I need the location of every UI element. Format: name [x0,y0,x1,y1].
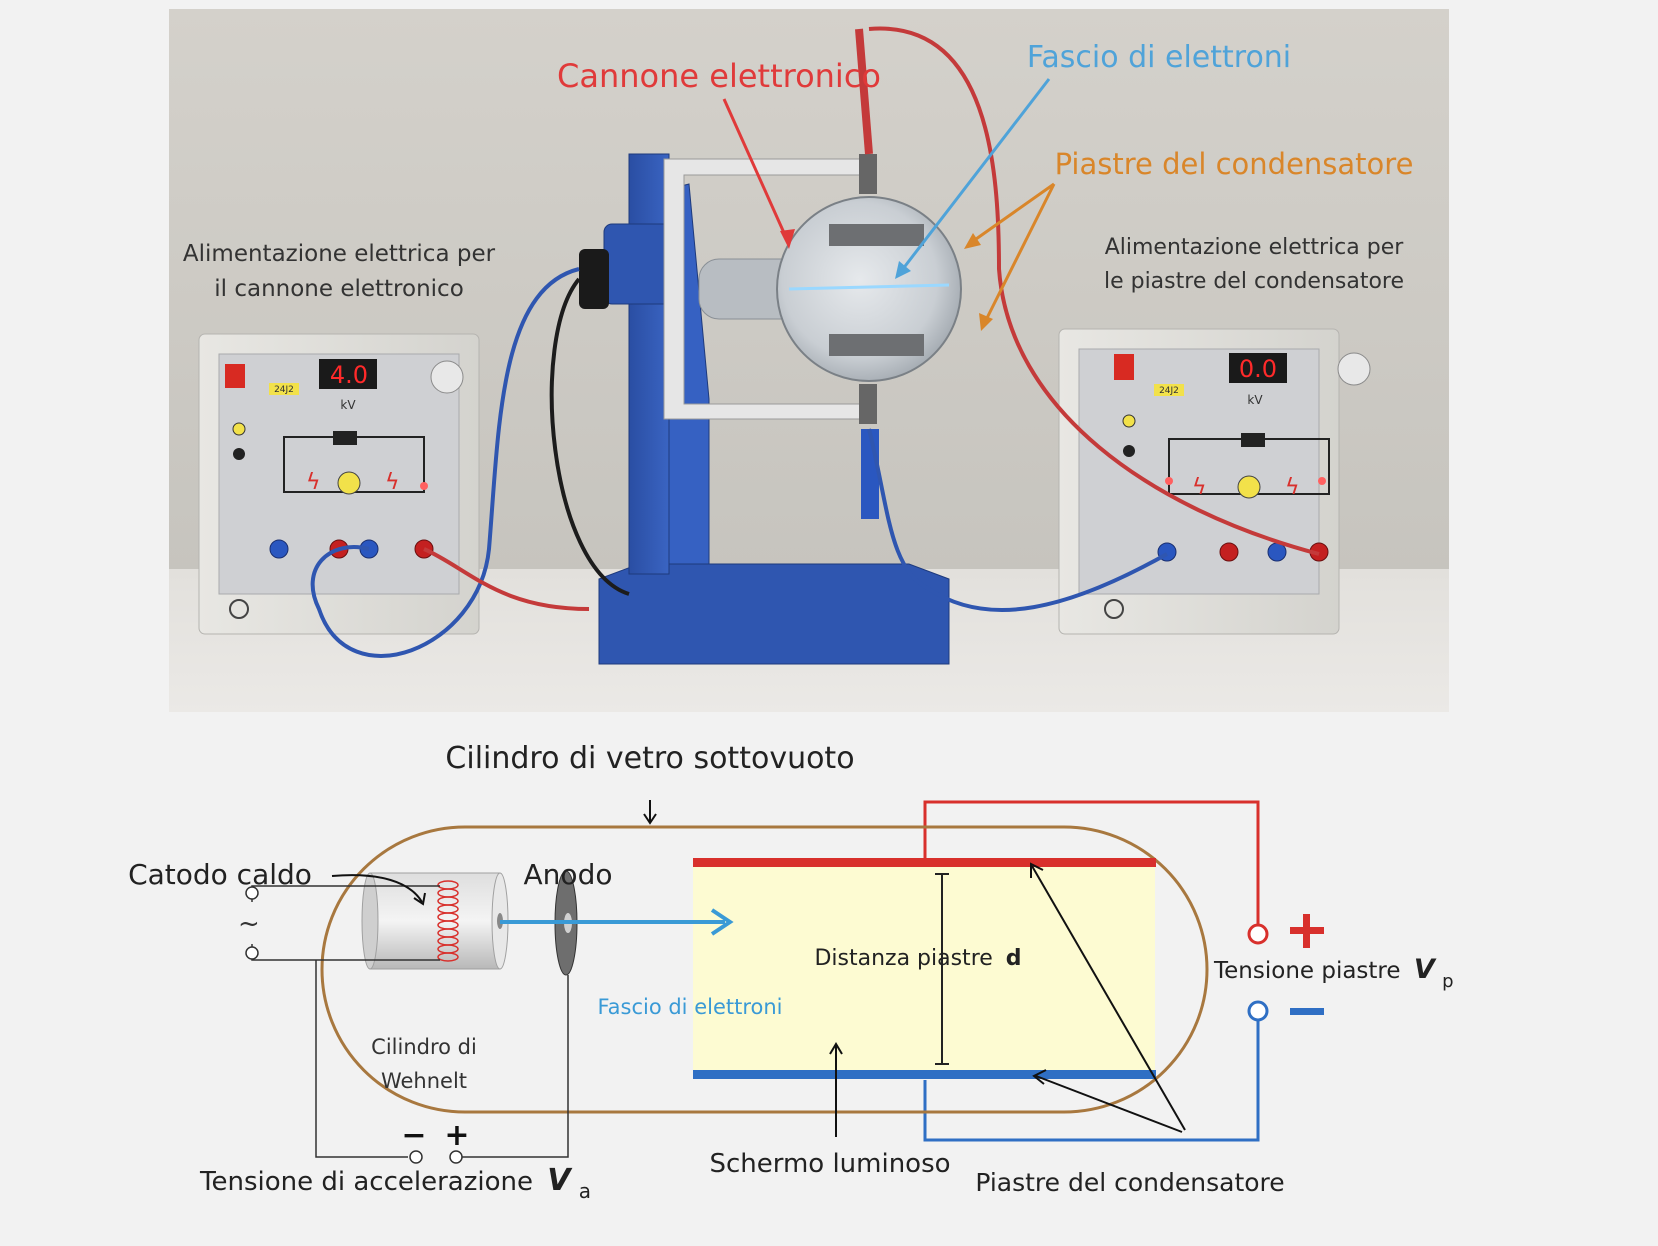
luminous-screen [693,864,1155,1072]
left-model-label: 24J2 [274,385,294,395]
label-luminous-screen: Schermo luminoso [709,1149,950,1179]
label-accel-voltage-symbol: V [547,1163,573,1198]
glass-bulb [698,154,962,519]
label-electron-gun: Cannone elettronico [557,57,881,95]
label-photo-beam: Fascio di elettroni [1027,40,1291,75]
distance-marker [935,873,949,1065]
label-vacuum-tube: Cilindro di vetro sottovuoto [445,741,854,776]
label-plate-distance-symbol: d [1006,946,1022,971]
label-plate-voltage-sub: p [1442,971,1453,992]
apparatus-photo: 24J2 4.0 kV ϟ ϟ 24J2 0.0 kV [169,9,1449,712]
bottom-plate [693,1070,1156,1079]
svg-text:ϟ: ϟ [1192,475,1207,500]
left-voltage-display: 4.0 [330,361,368,389]
minus-sign-plates [1290,1008,1324,1015]
left-kv-label: kV [340,398,356,412]
svg-text:Distanza piastre d: Distanza piastre d [814,946,1021,971]
top-plate [693,858,1156,867]
ac-symbol: ~ [238,909,260,939]
plate-wires [923,800,1260,1142]
schematic-diagram: ~ − + Cilindro di vetro sottovuoto Catod… [128,741,1454,1203]
left-power-supply: 24J2 4.0 kV ϟ ϟ [198,333,480,635]
label-diagram-beam: Fascio di elettroni [597,995,782,1019]
apparatus-stand [579,153,950,665]
svg-text:ϟ: ϟ [306,470,321,495]
label-wehnelt-line2: Wehnelt [381,1069,467,1093]
label-accel-voltage-sub: a [579,1179,591,1203]
label-wehnelt-line1: Cilindro di [371,1035,477,1059]
label-supply-plates-line2: le piastre del condensatore [1104,269,1404,294]
heating-coil [437,880,459,962]
label-plate-voltage-symbol: V [1414,954,1437,985]
wehnelt-cylinder [361,872,509,970]
label-accel-voltage: Tensione di accelerazione [199,1167,533,1197]
electron-beam [500,908,734,936]
label-diagram-plates: Piastre del condensatore [975,1168,1284,1197]
cables [310,26,1320,658]
label-plate-distance: Distanza piastre [814,946,992,971]
label-photo-plates: Piastre del condensatore [1055,147,1414,181]
photo-beam-line [788,283,950,291]
svg-text:Tensione piastre V p: Tensione piastre V p [1213,954,1454,992]
minus-sign-accel: − [401,1118,426,1153]
right-knob[interactable] [1337,352,1371,386]
svg-text:ϟ: ϟ [385,470,400,495]
label-plate-voltage: Tensione piastre [1213,958,1401,984]
photo-arrows [722,78,1056,331]
right-socket-red-1[interactable] [1219,542,1239,562]
label-hot-cathode: Catodo caldo [128,858,312,891]
label-supply-gun-line1: Alimentazione elettrica per [183,241,496,267]
plate-terminal-negative[interactable] [1247,1000,1269,1022]
plate-terminal-positive[interactable] [1247,923,1269,945]
right-model-label: 24J2 [1159,386,1179,396]
pointer-arrows [331,800,1186,1137]
right-power-supply: 24J2 0.0 kV ϟ ϟ [1058,328,1371,635]
vacuum-tube [320,825,1209,1114]
plus-sign-accel: + [444,1118,469,1153]
left-knob[interactable] [430,360,464,394]
left-socket-blue[interactable] [269,539,289,559]
label-anode: Anodo [524,858,613,891]
right-kv-label: kV [1247,393,1263,407]
label-supply-gun-line2: il cannone elettronico [214,276,464,302]
plus-sign-plates [1290,914,1324,948]
svg-text:Tensione di accelerazione: Tensione di accelerazione V a [199,1163,591,1203]
label-supply-plates-line1: Alimentazione elettrica per [1105,235,1405,260]
right-voltage-display: 0.0 [1239,355,1277,383]
svg-text:ϟ: ϟ [1285,475,1300,500]
